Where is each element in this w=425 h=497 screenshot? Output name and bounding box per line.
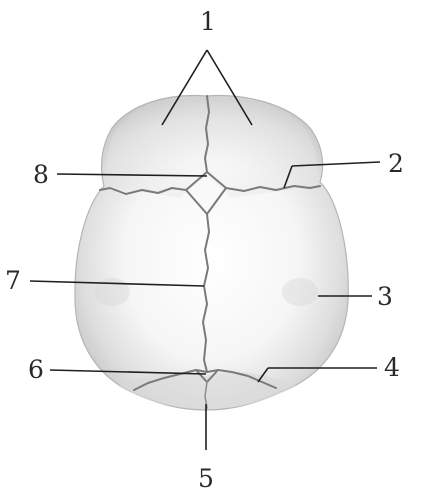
callout-label-7: 7 xyxy=(5,266,21,295)
callout-label-2: 2 xyxy=(388,149,404,178)
callout-label-5: 5 xyxy=(198,464,214,493)
callout-label-1: 1 xyxy=(200,7,216,36)
callout-label-3: 3 xyxy=(377,282,393,311)
callout-label-4: 4 xyxy=(384,353,400,382)
parietal-tuber-right xyxy=(282,278,318,306)
callout-label-8: 8 xyxy=(33,160,49,189)
callout-label-6: 6 xyxy=(28,355,44,384)
